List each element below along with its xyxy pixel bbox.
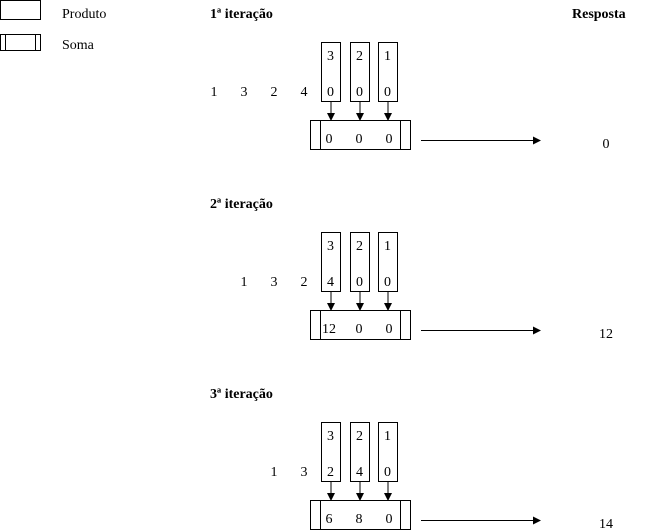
product-box: [321, 422, 341, 482]
iteration-title: 3ª iteração: [210, 387, 273, 402]
input-digit: 3: [301, 465, 308, 480]
response-value: 0: [603, 137, 610, 152]
product-box: [321, 232, 341, 292]
input-digit: 2: [271, 85, 278, 100]
product-box: [350, 422, 370, 482]
sum-digit: 0: [356, 322, 363, 337]
iteration-1: 1ª iteração 1 3 2 4 3 0 2 0 1 0 0 0 0 0: [210, 7, 610, 152]
input-digit: 1: [211, 85, 218, 100]
sum-digit: 12: [322, 322, 336, 337]
sum-box: [310, 310, 411, 340]
sum-digit: 0: [356, 132, 363, 147]
input-digit: 3: [271, 275, 278, 290]
sum-box: [310, 500, 411, 530]
iteration-2: 2ª iteração 1 3 2 3 4 2 0 1 0 12 0 0 12: [210, 197, 613, 342]
sum-box: [310, 120, 411, 150]
sum-digit: 0: [386, 132, 393, 147]
multiplier-digit: 1: [384, 239, 391, 254]
response-value: 14: [599, 517, 613, 531]
iteration-title: 2ª iteração: [210, 197, 273, 212]
sum-digit: 0: [326, 132, 333, 147]
product-digit: 2: [327, 465, 334, 480]
product-digit: 0: [356, 275, 363, 290]
multiplier-digit: 2: [356, 49, 363, 64]
multiplier-digit: 1: [384, 49, 391, 64]
product-box: [350, 42, 370, 102]
legend-sum-swatch: [0, 34, 41, 51]
multiplier-digit: 1: [384, 429, 391, 444]
product-box: [350, 232, 370, 292]
multiplier-digit: 3: [327, 49, 334, 64]
input-digit: 4: [301, 85, 308, 100]
legend: Produto Soma: [0, 0, 106, 53]
multiplier-digit: 3: [327, 239, 334, 254]
legend-product-label: Produto: [62, 7, 106, 22]
sum-digit: 8: [356, 512, 363, 527]
multiplier-digit: 3: [327, 429, 334, 444]
input-digit: 3: [241, 85, 248, 100]
product-box: [321, 42, 341, 102]
input-digit: 1: [271, 465, 278, 480]
product-digit: 4: [327, 275, 334, 290]
sum-digit: 0: [386, 322, 393, 337]
sum-digit: 6: [326, 512, 333, 527]
product-digit: 0: [356, 85, 363, 100]
legend-sum-label: Soma: [62, 38, 95, 53]
product-digit: 0: [384, 275, 391, 290]
legend-product-swatch: [0, 0, 41, 20]
product-box: [378, 422, 398, 482]
response-header: Resposta: [572, 7, 626, 22]
multiplier-digit: 2: [356, 429, 363, 444]
response-value: 12: [599, 327, 613, 342]
sum-digit: 0: [386, 512, 393, 527]
product-digit: 4: [356, 465, 363, 480]
input-digit: 1: [241, 275, 248, 290]
product-digit: 0: [384, 85, 391, 100]
product-box: [378, 232, 398, 292]
iteration-title: 1ª iteração: [210, 7, 273, 22]
product-digit: 0: [327, 85, 334, 100]
product-box: [378, 42, 398, 102]
multiplier-digit: 2: [356, 239, 363, 254]
input-digit: 2: [301, 275, 308, 290]
iteration-3: 3ª iteração 1 3 3 2 2 4 1 0 6 8 0 14: [210, 387, 613, 531]
product-digit: 0: [384, 465, 391, 480]
